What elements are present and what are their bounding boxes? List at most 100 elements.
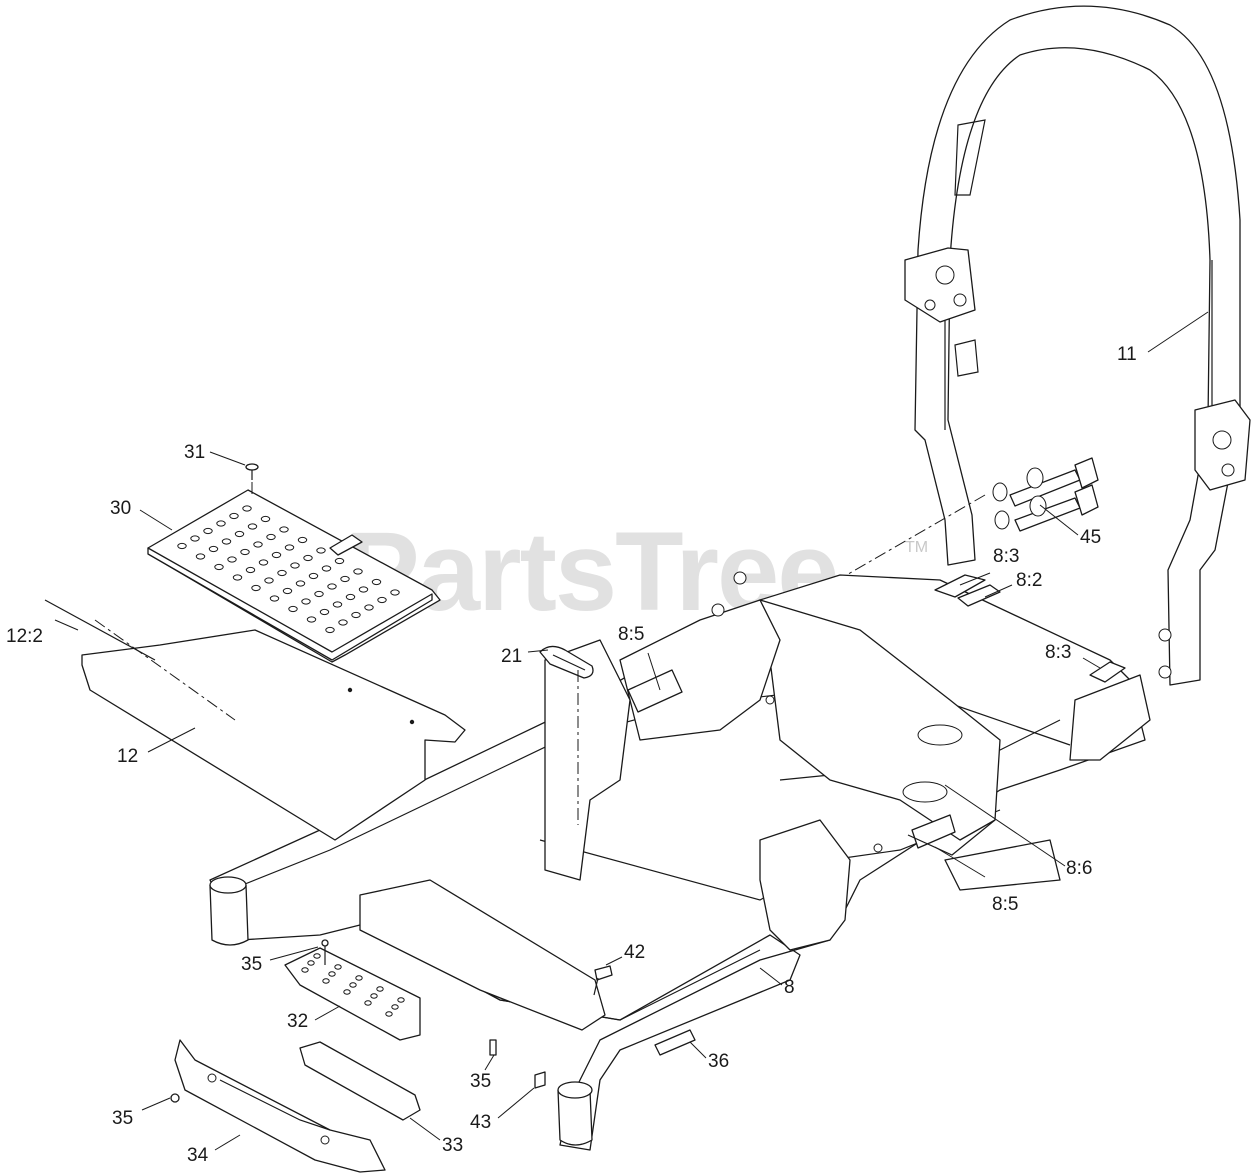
bolt-part-35[interactable] (170, 939, 497, 1103)
plate-hole (303, 554, 313, 562)
frame-part-8[interactable] (209, 571, 1151, 1151)
plate-hole (343, 989, 351, 995)
handle-part-21[interactable] (539, 645, 594, 825)
callout-8-3-top[interactable]: 8:3 (993, 546, 1019, 567)
plate-hole (364, 604, 374, 611)
clip-part-43[interactable] (534, 1071, 546, 1089)
callout-12-2[interactable]: 12:2 (6, 626, 43, 647)
plate-hole (322, 978, 330, 984)
plate-hole (221, 538, 232, 545)
plate-hole (277, 569, 287, 577)
plate-hole (279, 526, 289, 533)
plate-hole (242, 505, 252, 512)
plate-hole (203, 527, 213, 535)
plate-hole (301, 598, 311, 605)
plate-hole (325, 626, 335, 634)
plate-hole (245, 566, 256, 574)
plate-hole (247, 523, 258, 530)
bumper-part-34[interactable] (174, 1039, 386, 1173)
plate-hole (376, 986, 384, 992)
plate-hole (227, 556, 237, 563)
plate-hole (371, 578, 382, 586)
step-plate-part-32[interactable] (284, 947, 421, 1041)
plate-hole (385, 1011, 393, 1017)
plate-hole (358, 586, 369, 593)
callout-8-3-right[interactable]: 8:3 (1045, 642, 1071, 663)
plate-hole (308, 572, 319, 580)
plate-hole (240, 548, 250, 556)
plate-hole (364, 1000, 372, 1006)
callout-8-6[interactable]: 8:6 (1066, 858, 1092, 879)
plate-hole (353, 568, 363, 575)
plate-hole (288, 605, 298, 613)
callout-labels: 11 45 8:3 8:2 8:3 31 30 12:2 21 8:5 12 8… (6, 344, 1137, 1166)
plate-hole (253, 541, 263, 548)
plate-hole (282, 587, 293, 595)
callout-34[interactable]: 34 (187, 1145, 209, 1166)
front-bracket-part-33[interactable] (299, 879, 606, 1121)
callout-11[interactable]: 11 (1117, 344, 1137, 365)
callout-8-5-left[interactable]: 8:5 (618, 624, 644, 645)
floor-pan-part-12[interactable] (44, 599, 466, 841)
callout-30[interactable]: 30 (110, 498, 131, 519)
callout-45[interactable]: 45 (1080, 527, 1101, 548)
callout-12[interactable]: 12 (117, 746, 138, 767)
plate-hole (349, 982, 357, 988)
plate-hole (208, 545, 219, 553)
plate-hole (313, 953, 321, 959)
plate-hole (251, 584, 261, 592)
rollbar-part-11[interactable] (904, 5, 1251, 686)
pin-part-42[interactable] (593, 965, 613, 996)
plate-hole (321, 565, 332, 572)
callout-31[interactable]: 31 (184, 442, 205, 463)
callout-32[interactable]: 32 (287, 1011, 308, 1032)
plate-hole (232, 574, 243, 581)
plate-hole (216, 520, 226, 527)
plate-hole (214, 563, 224, 571)
plate-hole (340, 575, 350, 583)
plate-hole (319, 608, 330, 616)
plate-hole (264, 577, 274, 584)
plate-hole (297, 536, 308, 544)
plate-hole (295, 580, 306, 587)
callout-35-lower[interactable]: 35 (112, 1108, 133, 1129)
plate-hole (266, 533, 276, 541)
callout-8-5-right[interactable]: 8:5 (992, 894, 1018, 915)
plate-hole (397, 997, 405, 1003)
plate-hole (391, 1004, 399, 1010)
plate-hole (334, 964, 342, 970)
plate-hole (377, 596, 387, 604)
plate-hole (306, 616, 317, 623)
plate-hole (332, 601, 343, 608)
plate-hole (190, 535, 200, 542)
plate-hole (355, 975, 363, 981)
callout-8-2[interactable]: 8:2 (1016, 570, 1042, 591)
plate-hole (338, 619, 348, 626)
screw-part-31[interactable] (245, 463, 259, 495)
plate-hole (316, 547, 326, 554)
foot-plate-part-30[interactable] (147, 489, 441, 663)
step-plate-holes (301, 953, 405, 1017)
foot-plate-holes (177, 505, 400, 634)
callout-35-upper[interactable]: 35 (241, 954, 262, 975)
callout-21[interactable]: 21 (501, 646, 522, 667)
leader-lines (54, 311, 1209, 1151)
callout-35-middle[interactable]: 35 (470, 1071, 491, 1092)
plate-hole (390, 589, 400, 596)
callout-8[interactable]: 8 (784, 977, 795, 998)
callout-36[interactable]: 36 (708, 1051, 729, 1072)
callout-33[interactable]: 33 (442, 1135, 463, 1156)
plate-hole (307, 960, 315, 966)
plate-hole (334, 557, 345, 565)
plate-hole (177, 542, 187, 550)
plate-hole (327, 583, 337, 590)
callout-43[interactable]: 43 (470, 1112, 491, 1133)
plate-hole (314, 590, 324, 598)
plate-hole (269, 595, 280, 602)
callout-42[interactable]: 42 (624, 942, 645, 963)
plate-hole (301, 967, 309, 973)
plate-hole (258, 559, 269, 566)
plate-hole (370, 993, 378, 999)
plate-hole (351, 611, 361, 619)
